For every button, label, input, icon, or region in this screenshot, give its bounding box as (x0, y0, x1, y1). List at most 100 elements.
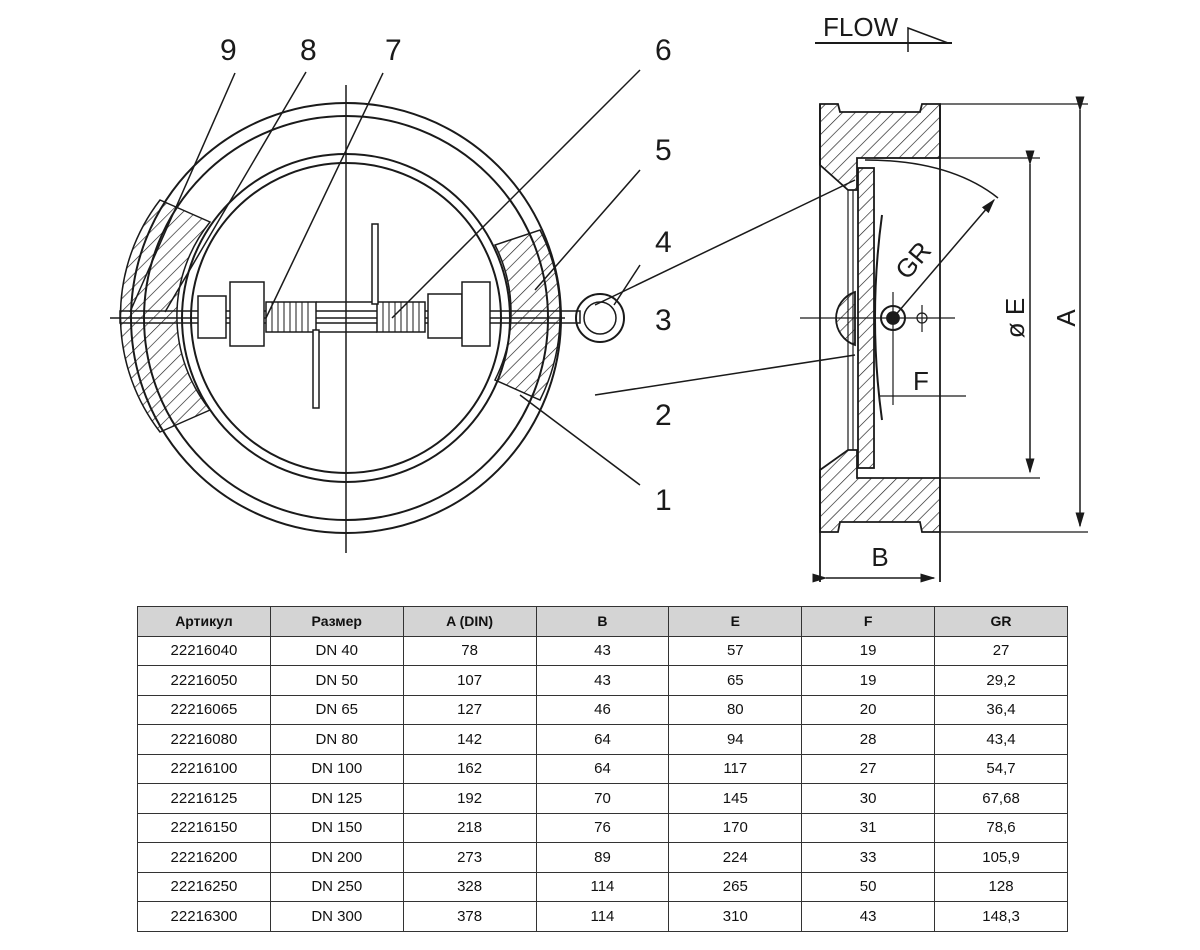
side-body-bottom (819, 449, 941, 533)
table-cell: 54,7 (934, 753, 1068, 784)
table-cell: 105,9 (934, 842, 1068, 873)
table-cell: 20 (801, 694, 936, 725)
leader-3 (594, 179, 856, 306)
table-cell: 43 (535, 665, 670, 696)
stop-pin-up (371, 223, 379, 305)
col-header-size: Размер (269, 606, 404, 637)
table-cell: 128 (934, 871, 1068, 902)
nut-left-2 (229, 281, 265, 347)
table-cell: 145 (668, 783, 803, 814)
flow-indicator: FLOW (815, 12, 952, 52)
callout-4: 4 (655, 226, 672, 259)
table-cell: 22216200 (137, 842, 271, 873)
table-cell: 43 (801, 901, 936, 932)
table-header-row: Артикул Размер A (DIN) B E F GR (137, 606, 1068, 637)
table-cell: 310 (668, 901, 803, 932)
table-cell: 89 (535, 842, 670, 873)
table-cell: 30 (801, 783, 936, 814)
eyebolt-ring-inner (583, 301, 617, 335)
table-cell: 114 (535, 901, 670, 932)
table-cell: 94 (668, 724, 803, 755)
side-body-top (819, 103, 941, 191)
col-header-f: F (801, 606, 936, 637)
dim-label-gr: GR (889, 236, 937, 285)
col-header-e: E (668, 606, 803, 637)
table-cell: 57 (668, 635, 803, 666)
callout-9: 9 (220, 34, 237, 67)
nut-right-2 (461, 281, 491, 347)
table-cell: 142 (402, 724, 537, 755)
table-cell: 162 (402, 753, 537, 784)
table-cell: 50 (801, 871, 936, 902)
table-cell: 76 (535, 812, 670, 843)
table-cell: 148,3 (934, 901, 1068, 932)
table-cell: 22216100 (137, 753, 271, 784)
table-cell: DN 250 (269, 871, 404, 902)
table-cell: 78 (402, 635, 537, 666)
table-cell: 265 (668, 871, 803, 902)
callout-6: 6 (655, 34, 672, 67)
table-cell: 218 (402, 812, 537, 843)
flow-arrow-icon (907, 26, 949, 52)
table-cell: 22216040 (137, 635, 271, 666)
stop-pin-down (312, 329, 320, 409)
table-cell: DN 80 (269, 724, 404, 755)
flow-label: FLOW (823, 12, 899, 42)
dimensions-table: Артикул Размер A (DIN) B E F GR 22216040… (137, 606, 1068, 932)
table-cell: 224 (668, 842, 803, 873)
callout-2: 2 (655, 399, 672, 432)
table-cell: 70 (535, 783, 670, 814)
table-cell: 36,4 (934, 694, 1068, 725)
table-cell: 64 (535, 753, 670, 784)
table-cell: 22216125 (137, 783, 271, 814)
table-cell: 22216150 (137, 812, 271, 843)
nut-right-1 (427, 293, 463, 339)
table-cell: 46 (535, 694, 670, 725)
dim-label-b: B (871, 542, 888, 572)
table-cell: 107 (402, 665, 537, 696)
nut-left-1 (197, 295, 227, 339)
spring-coils (271, 302, 420, 332)
table-cell: 117 (668, 753, 803, 784)
table-cell: 29,2 (934, 665, 1068, 696)
body-hatch-right (493, 229, 561, 401)
side-view (594, 96, 1088, 583)
table-cell: DN 40 (269, 635, 404, 666)
table-cell: DN 50 (269, 665, 404, 696)
table-cell: 19 (801, 665, 936, 696)
table-cell: DN 150 (269, 812, 404, 843)
table-cell: 43 (535, 635, 670, 666)
col-header-b: B (535, 606, 670, 637)
table-cell: 22216080 (137, 724, 271, 755)
table-cell: 22216250 (137, 871, 271, 902)
table-cell: DN 200 (269, 842, 404, 873)
table-cell: DN 100 (269, 753, 404, 784)
shaft (119, 310, 581, 324)
dim-label-e: ø E (1000, 298, 1030, 338)
table-cell: 33 (801, 842, 936, 873)
table-cell: 31 (801, 812, 936, 843)
col-header-article: Артикул (137, 606, 271, 637)
table-cell: DN 125 (269, 783, 404, 814)
table-cell: 64 (535, 724, 670, 755)
callout-5: 5 (655, 134, 672, 167)
callout-7: 7 (385, 34, 402, 67)
table-cell: 27 (801, 753, 936, 784)
table-cell: 27 (934, 635, 1068, 666)
table-cell: 67,68 (934, 783, 1068, 814)
table-cell: 22216300 (137, 901, 271, 932)
table-cell: 43,4 (934, 724, 1068, 755)
eyebolt-ring-outer (575, 293, 625, 343)
dim-label-a: A (1051, 309, 1081, 327)
callout-3: 3 (655, 304, 672, 337)
gr-radius (892, 198, 995, 319)
table-cell: 22216065 (137, 694, 271, 725)
col-header-a: A (DIN) (402, 606, 537, 637)
